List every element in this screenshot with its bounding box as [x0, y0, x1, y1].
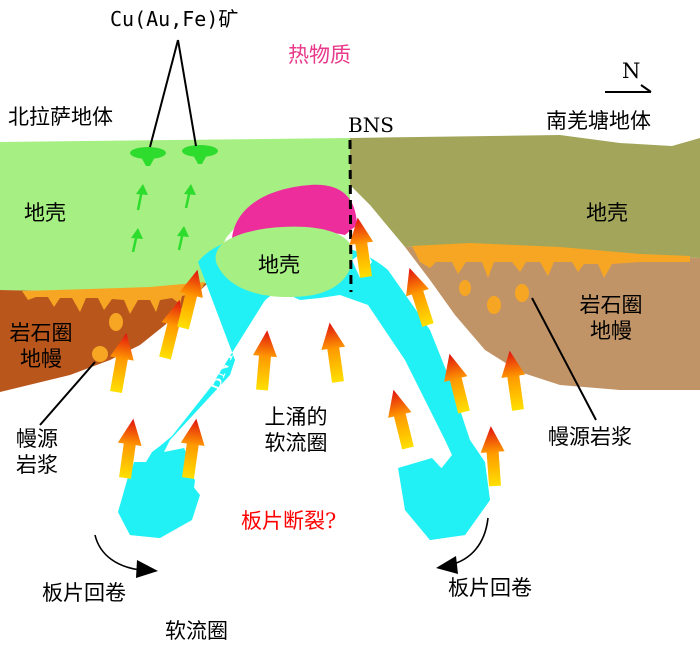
magma-pointer-left: [39, 361, 96, 426]
lithospheric-mantle-left-label: 岩石圈 地幔: [6, 320, 76, 372]
bns-label: BNS: [348, 113, 394, 137]
heat-material: [232, 184, 357, 238]
crust-center-label: 地壳: [258, 253, 300, 277]
left-magma-layer: [22, 282, 205, 314]
right-crust: [350, 135, 700, 258]
slab-left-limb: [118, 235, 300, 538]
lithospheric-mantle-right-line1: 岩石圈: [579, 293, 643, 317]
magma-pointer-right: [531, 297, 597, 421]
lithospheric-mantle-right-label: 岩石圈 地幔: [576, 292, 646, 344]
rollback-left-label: 板片回卷: [42, 581, 126, 605]
rollback-arrow-left: [94, 534, 158, 578]
upwelling-asthenosphere-label: 上涌的 软流圈: [259, 404, 333, 456]
bns-line: [348, 139, 353, 293]
left-crust: [0, 138, 350, 292]
north-arrow-icon: [605, 84, 652, 93]
magma-blob: [109, 313, 123, 331]
slab-left-base: [118, 460, 195, 538]
rollback-arrow-right: [436, 517, 489, 574]
rollback-right-label: 板片回卷: [448, 576, 532, 600]
ore-pointer: [177, 39, 197, 147]
magma-blob: [487, 296, 501, 314]
central-crust: [215, 226, 353, 298]
right-magma-layer: [412, 243, 690, 278]
upwelling-line2: 软流圈: [264, 431, 328, 455]
magma-blob: [92, 346, 108, 362]
ore-label: Cu(Au,Fe)矿: [110, 7, 239, 31]
ore-pointer: [149, 39, 179, 148]
magma-blob: [459, 280, 471, 296]
slab-right-base: [398, 458, 490, 540]
crust-right-label: 地壳: [586, 201, 628, 225]
lithospheric-mantle-right-line2: 地幔: [590, 319, 632, 343]
ore-deposit-right: [182, 145, 218, 164]
mantle-magma-left-line2: 岩浆: [16, 453, 58, 477]
mantle-magma-right-label: 幔源岩浆: [548, 425, 632, 449]
north-label: N: [622, 59, 641, 83]
bnt-label: BNT: [202, 345, 239, 394]
heat-material-label: 热物质: [288, 43, 351, 67]
mantle-magma-left-label: 幔源 岩浆: [12, 426, 62, 478]
fluid-arrows: [131, 184, 196, 253]
right-lithospheric-mantle: [405, 245, 700, 390]
south-qiangtang-terrane-label: 南羌塘地体: [546, 109, 651, 133]
lithospheric-mantle-left-line2: 地幔: [20, 347, 62, 371]
magma-blob: [515, 284, 529, 302]
slab-break-label: 板片断裂?: [241, 509, 337, 533]
crust-left-label: 地壳: [24, 201, 66, 225]
north-lhasa-terrane-label: 北拉萨地体: [8, 105, 113, 129]
lithospheric-mantle-left-line1: 岩石圈: [9, 321, 73, 345]
upwelling-line1: 上涌的: [264, 405, 328, 429]
mantle-magma-left-line1: 幔源: [16, 427, 58, 451]
asthenosphere-label: 软流圈: [165, 619, 228, 643]
ore-deposit-left: [130, 147, 166, 166]
